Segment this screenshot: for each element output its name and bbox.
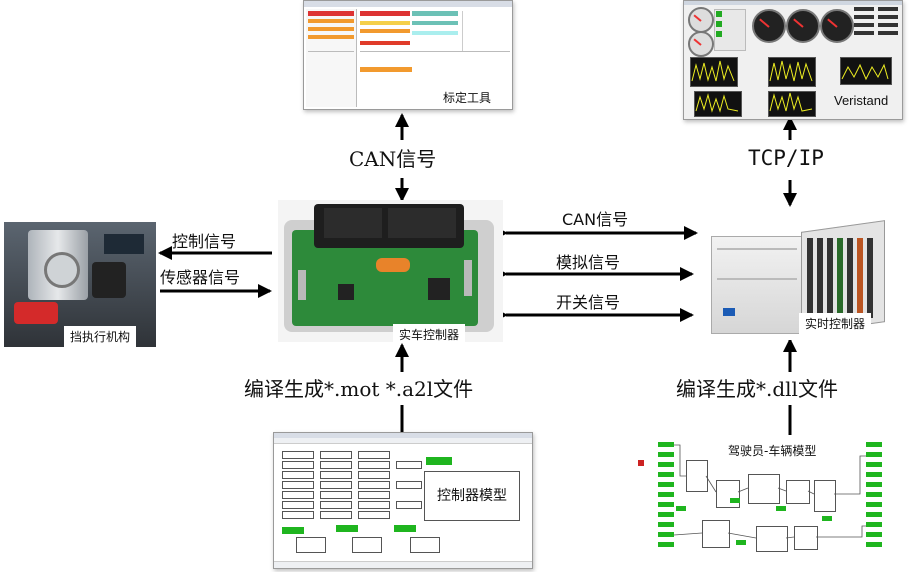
veristand-screenshot: Veristand bbox=[683, 0, 903, 120]
speed-gauge-1 bbox=[752, 9, 786, 43]
label-analog-signal: 模拟信号 bbox=[556, 253, 621, 272]
driver-vehicle-model-label: 驾驶员-车辆模型 bbox=[728, 444, 817, 458]
controller-model-label: 控制器模型 bbox=[437, 488, 507, 504]
shift-actuator-photo: 挡执行机构 bbox=[4, 222, 156, 347]
driver-vehicle-model-screenshot: 驾驶员-车辆模型 bbox=[636, 436, 904, 567]
label-switch-signal: 开关信号 bbox=[556, 293, 621, 312]
veristand-label: Veristand bbox=[834, 93, 889, 108]
label-control-signal: 控制信号 bbox=[172, 232, 237, 251]
controller-model-screenshot: 控制器模型 bbox=[273, 432, 533, 569]
shift-actuator-caption: 挡执行机构 bbox=[64, 326, 137, 347]
waveform-plot-3 bbox=[840, 57, 892, 85]
realtime-controller-caption: 实时控制器 bbox=[799, 313, 872, 334]
label-compile-mot: 编译生成*.mot *.a2l文件 bbox=[244, 373, 474, 402]
controller-model-block bbox=[424, 471, 520, 521]
waveform-plot-5 bbox=[768, 91, 816, 117]
realtime-controller-photo: 实时控制器 bbox=[703, 218, 908, 340]
speed-gauge-2 bbox=[786, 9, 820, 43]
gauge-2 bbox=[688, 31, 714, 57]
label-can-signal: CAN信号 bbox=[562, 210, 629, 229]
label-top-can-signal: CAN信号 bbox=[349, 147, 437, 171]
speed-gauge-3 bbox=[820, 9, 854, 43]
label-compile-dll: 编译生成*.dll文件 bbox=[676, 373, 838, 402]
ecu-photo: 实车控制器 bbox=[278, 200, 503, 342]
label-tcp-ip: TCP/IP bbox=[748, 146, 824, 170]
ecu-caption: 实车控制器 bbox=[393, 324, 466, 342]
calibration-tool-caption: 标定工具 bbox=[437, 87, 498, 108]
calibration-tool-screenshot: 标定工具 bbox=[303, 0, 513, 110]
label-sensor-signal: 传感器信号 bbox=[160, 268, 241, 287]
